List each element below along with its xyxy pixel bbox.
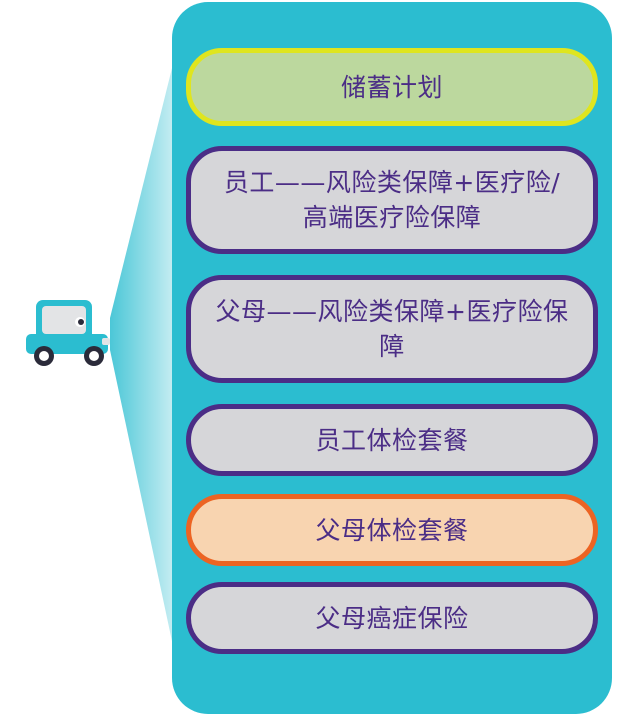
plan-employee-checkup[interactable]: 员工体检套餐 (186, 404, 598, 476)
plan-employee-risk-protection-label: 员工——风险类保障+医疗险/高端医疗险保障 (223, 168, 561, 232)
plan-parents-checkup[interactable]: 父母体检套餐 (186, 494, 598, 566)
plan-parents-risk-protection-label: 父母——风险类保障+医疗险保障 (215, 297, 569, 361)
plan-parents-cancer-insurance-label: 父母癌症保险 (315, 603, 469, 633)
plan-parents-checkup-label: 父母体检套餐 (315, 515, 469, 545)
plan-savings-label: 储蓄计划 (340, 72, 443, 102)
car-icon (26, 300, 110, 366)
plan-parents-cancer-insurance[interactable]: 父母癌症保险 (186, 582, 598, 654)
plan-parents-risk-protection[interactable]: 父母——风险类保障+医疗险保障 (186, 275, 598, 383)
plan-employee-checkup-label: 员工体检套餐 (315, 425, 469, 455)
plan-savings[interactable]: 储蓄计划 (186, 48, 598, 126)
plan-employee-risk-protection[interactable]: 员工——风险类保障+医疗险/高端医疗险保障 (186, 146, 598, 254)
